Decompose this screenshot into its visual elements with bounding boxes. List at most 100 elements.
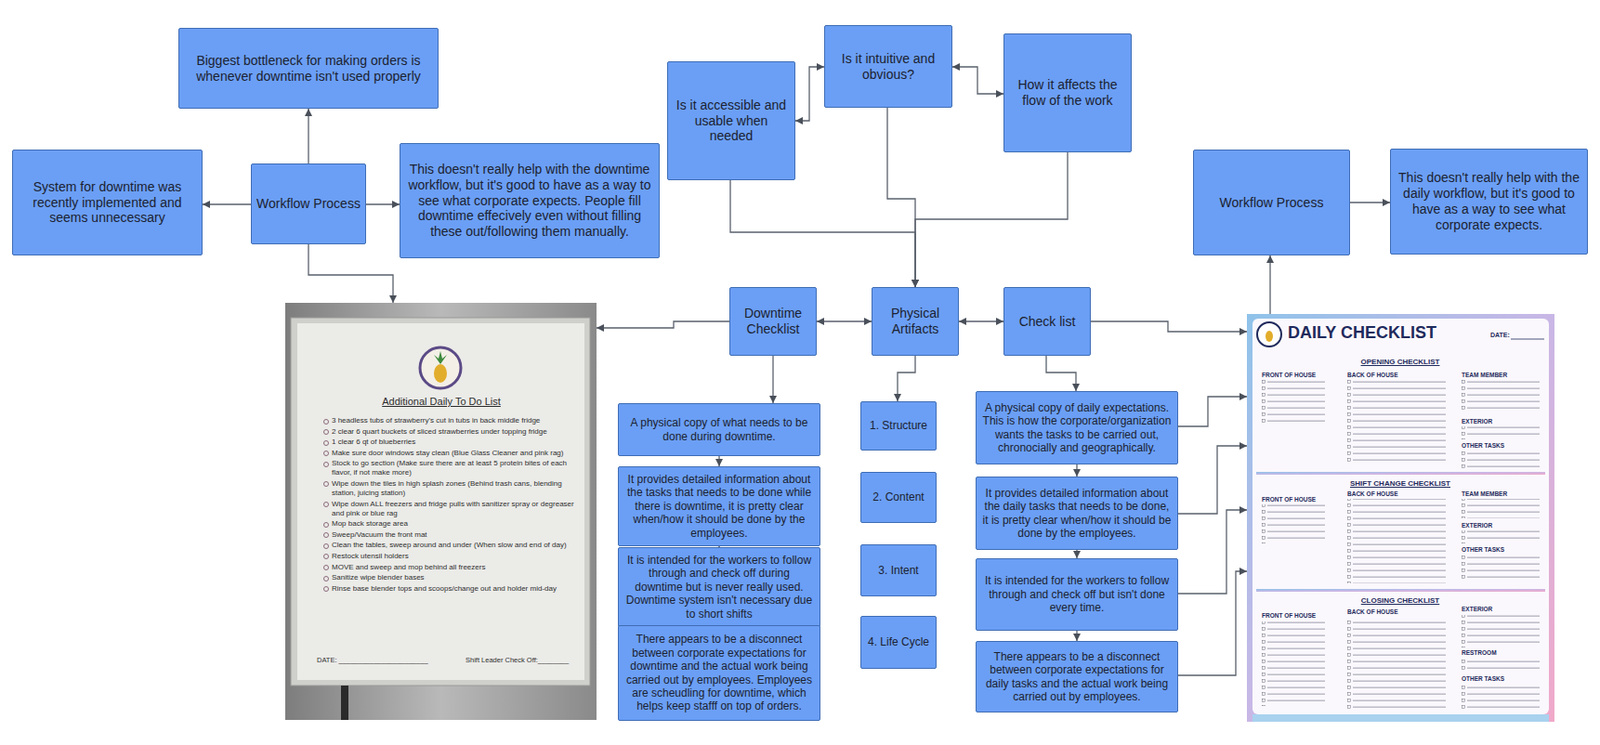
connector <box>596 321 730 332</box>
connector-line <box>308 244 394 303</box>
todo-item: MOVE and sweep and mop behind all freeze… <box>331 563 576 573</box>
todo-item: Make sure door windows stay clean (Blue … <box>331 448 576 459</box>
arrowhead <box>715 459 723 467</box>
arrowhead <box>596 324 604 332</box>
checkbox-rows <box>1461 657 1546 671</box>
connector <box>202 200 251 209</box>
todo-photo: Additional Daily To Do List3 headless tu… <box>285 302 597 721</box>
sheet-field: Shift Leader Check Off:________ <box>465 656 585 666</box>
box-text: Workflow Process <box>256 196 361 212</box>
connector <box>308 244 397 303</box>
box-text: How it affects the flow of the work <box>1009 77 1127 109</box>
todo-item: Restock utensil holders <box>331 551 576 562</box>
todo-item: 3 headless tubs of strawberry's cut in t… <box>331 416 576 426</box>
todo-item: Wipe down the tiles in high splash zones… <box>331 479 576 499</box>
connector <box>816 317 872 326</box>
box-text: 2. Content <box>872 490 924 504</box>
connector-line <box>1178 445 1247 514</box>
analysis-box: There appears to be a disconnect between… <box>975 641 1179 713</box>
todo-item: Mop back storage area <box>331 519 576 529</box>
todo-item: Wipe down ALL freezers and fridge pulls … <box>331 499 576 519</box>
connector <box>730 180 919 288</box>
connector-line <box>1178 510 1247 594</box>
checkbox-rows <box>1461 380 1546 413</box>
card-face <box>1252 318 1549 715</box>
checkbox-rows <box>1261 621 1340 707</box>
arrowhead <box>389 295 397 303</box>
section-title: CLOSING CHECKLIST <box>1330 596 1470 605</box>
sheet-title: DAILY CHECKLIST <box>1287 323 1437 343</box>
checkbox-rows <box>1261 504 1340 544</box>
connector <box>1266 255 1274 315</box>
box-text: System for downtime was recently impleme… <box>17 179 197 226</box>
connector <box>1046 355 1080 392</box>
arrowhead <box>996 90 1004 98</box>
box-text: A physical copy of what needs to be done… <box>623 416 815 444</box>
question-box: Is it intuitive and obvious? <box>824 25 953 108</box>
connector-line <box>307 108 309 164</box>
box-text: This doesn't really help with the downti… <box>405 161 655 240</box>
section-divider <box>1256 472 1546 475</box>
next-card <box>1252 714 1549 722</box>
connector-line <box>1269 255 1271 315</box>
process-box: Workflow Process <box>1193 149 1351 256</box>
connector <box>304 108 313 164</box>
box-text: 4. Life Cycle <box>867 635 930 649</box>
column-heading: OTHER TASKS <box>1461 546 1505 553</box>
connector <box>893 355 916 402</box>
section-title: OPENING CHECKLIST <box>1330 357 1470 367</box>
connector <box>1178 442 1247 514</box>
checkbox-rows <box>1347 617 1456 709</box>
arrowhead <box>1239 506 1247 514</box>
connector-line <box>1178 396 1247 427</box>
arrowhead <box>1072 383 1080 392</box>
box-text: Is it intuitive and obvious? <box>829 51 947 83</box>
column-heading: RESTROOM <box>1461 649 1497 656</box>
arrowhead <box>893 393 902 402</box>
artifact-box: Downtime Checklist <box>729 287 817 356</box>
arrowhead <box>816 63 825 71</box>
checkbox-rows <box>1461 615 1546 648</box>
paper-sheet <box>297 323 585 681</box>
connector <box>1350 198 1391 207</box>
todo-item: Sweep/Vacuum the front mat <box>331 530 576 540</box>
arrowhead <box>911 279 919 288</box>
checkbox-rows <box>1461 683 1546 710</box>
box-text: It is intended for the workers to follow… <box>623 553 815 621</box>
note-box: This doesn't really help with the downti… <box>399 143 660 259</box>
steel-backdrop <box>285 302 597 721</box>
box-text: 3. Intent <box>878 563 919 578</box>
connector <box>1178 393 1247 427</box>
card-logo-fruit <box>1265 330 1273 342</box>
checkbox-rows <box>1347 498 1456 584</box>
connector <box>1090 321 1247 336</box>
checkbox-rows <box>1461 426 1546 440</box>
column-heading: FRONT OF HOUSE <box>1261 496 1316 503</box>
box-text: There appears to be a disconnect between… <box>623 632 815 713</box>
question-box: How it affects the flow of the work <box>1003 33 1132 153</box>
todo-item: 2 clear 6 quart buckets of sliced strawb… <box>331 427 576 437</box>
connector <box>769 355 777 404</box>
arrowhead <box>202 200 210 209</box>
arrowhead <box>911 279 919 288</box>
connector <box>958 317 1004 326</box>
column-heading: FRONT OF HOUSE <box>1261 612 1316 619</box>
arrowhead <box>952 63 960 71</box>
arrowhead <box>958 317 967 326</box>
note-box: This doesn't really help with the daily … <box>1390 148 1588 255</box>
analysis-box: It provides detailed information about t… <box>975 476 1179 551</box>
process-box: Workflow Process <box>250 163 367 245</box>
section-divider <box>1256 589 1546 592</box>
card-logo <box>1257 322 1282 347</box>
aspect-box: 3. Intent <box>860 544 937 597</box>
box-text: There appears to be a disconnect between… <box>981 650 1173 705</box>
box-text: Biggest bottleneck for making orders is … <box>183 52 433 85</box>
connector <box>911 152 1068 288</box>
connector-line <box>816 320 872 322</box>
checklist-photo-art <box>1246 314 1555 722</box>
logo-leaves <box>433 351 447 365</box>
arrowhead <box>1239 567 1247 576</box>
connector <box>887 107 919 288</box>
connector-line <box>596 321 730 328</box>
